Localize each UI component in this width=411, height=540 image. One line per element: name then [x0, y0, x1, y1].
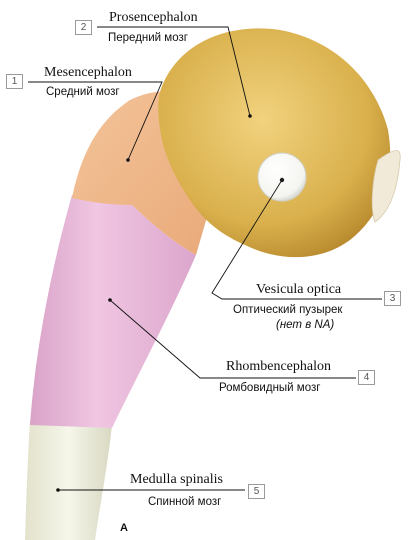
medulla-spinalis-region [25, 420, 112, 540]
label-number-3: 3 [384, 291, 401, 306]
label-number-2: 2 [75, 20, 92, 35]
label-latin-rhombencephalon: Rhombencephalon [226, 359, 331, 375]
label-russian-opticheskii-puzyrek: Оптический пузырек [233, 303, 342, 317]
figure-letter: A [120, 522, 128, 534]
label-russian-srednii-mozg: Средний мозг [46, 85, 120, 99]
label-note-net-v-na: (нет в NA) [276, 318, 334, 332]
label-russian-rombovidnyi-mozg: Ромбовидный мозг [219, 381, 320, 395]
label-number-1: 1 [6, 74, 23, 89]
label-latin-prosencephalon: Prosencephalon [109, 10, 198, 26]
label-latin-medulla-spinalis: Medulla spinalis [130, 472, 223, 488]
label-number-5: 5 [248, 484, 265, 499]
optic-vesicle [258, 153, 306, 201]
label-number-4: 4 [358, 370, 375, 385]
label-russian-perednii-mozg: Передний мозг [108, 31, 188, 45]
label-latin-mesencephalon: Mesencephalon [44, 65, 132, 81]
label-latin-vesicula-optica: Vesicula optica [256, 282, 341, 298]
label-russian-spinnoi-mozg: Спинной мозг [148, 495, 221, 509]
